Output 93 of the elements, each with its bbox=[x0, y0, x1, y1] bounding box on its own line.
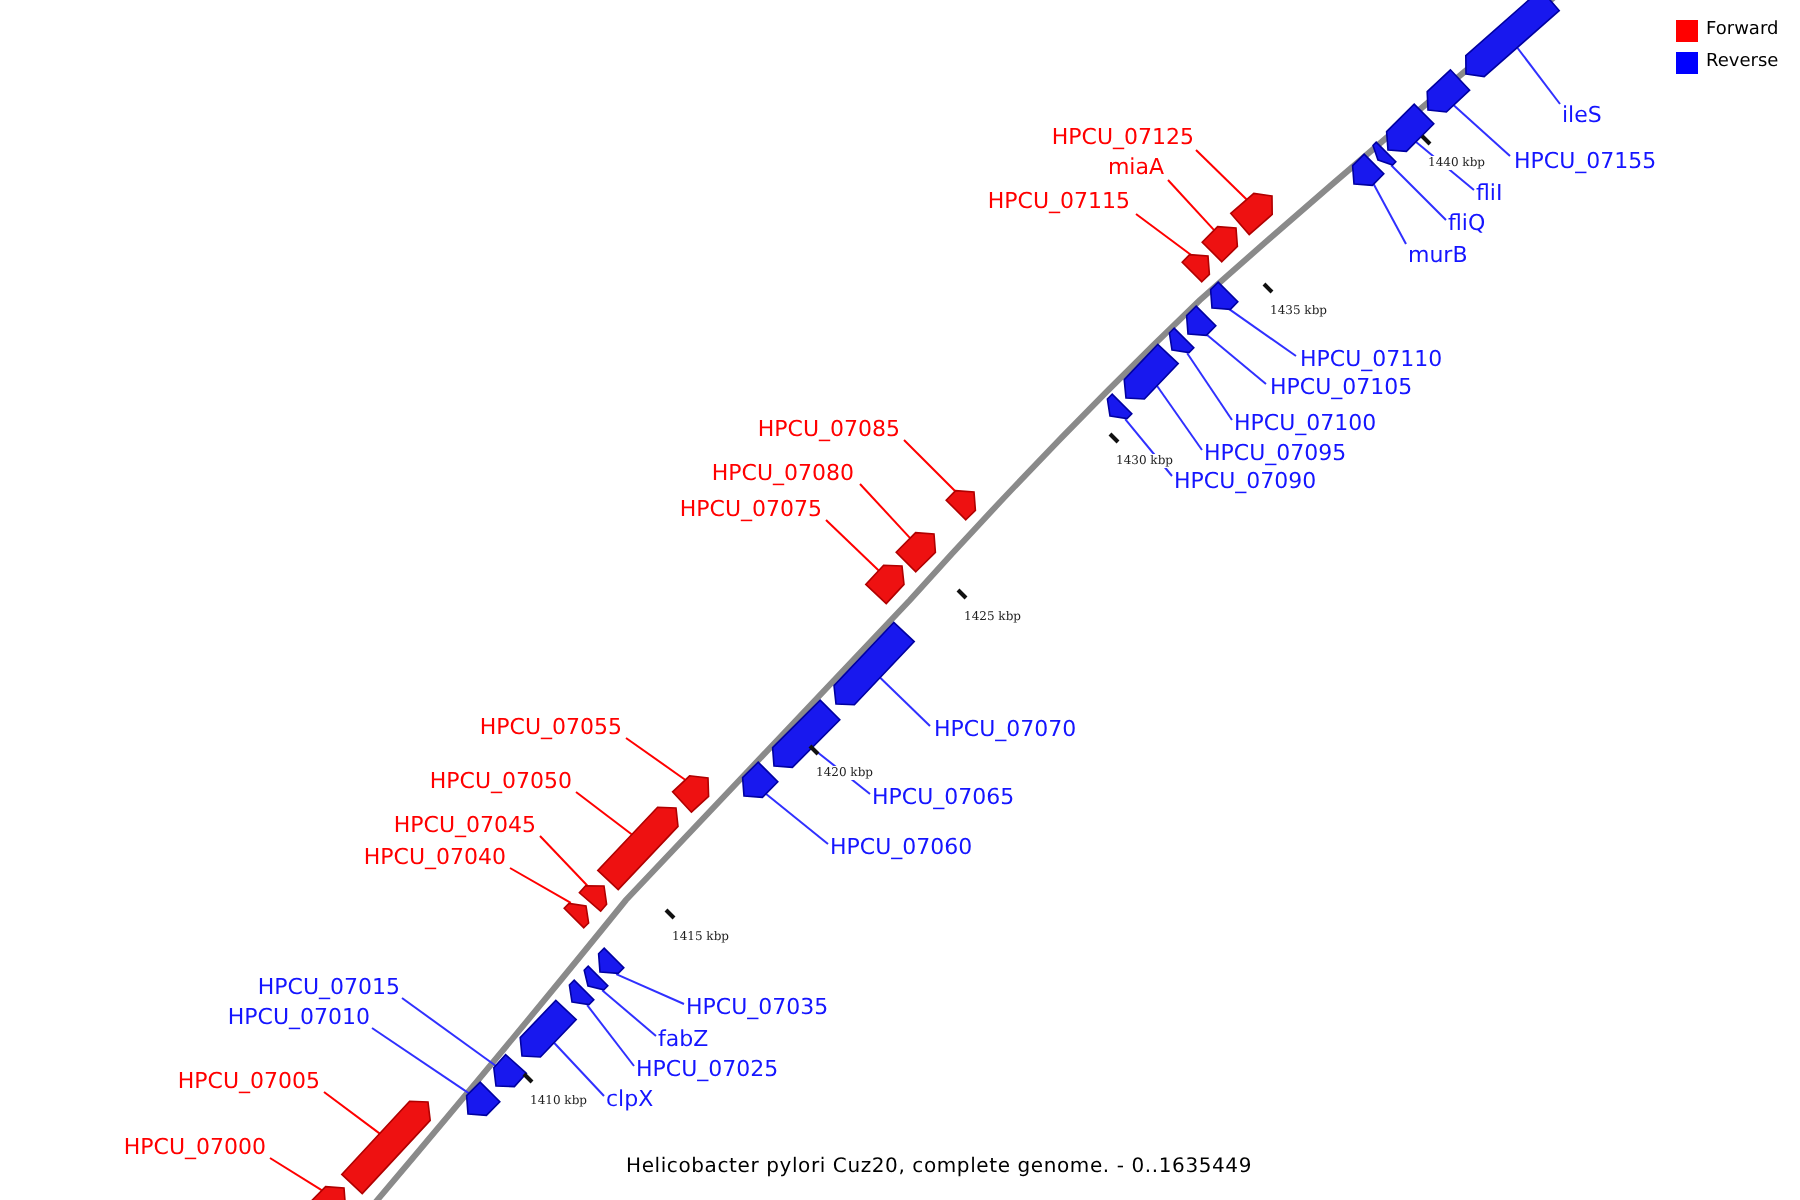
gene-label: miaA bbox=[1107, 154, 1164, 180]
gene-label: HPCU_07075 bbox=[679, 496, 822, 522]
gene-label: ileS bbox=[1562, 102, 1602, 128]
leader-line bbox=[1372, 182, 1407, 245]
legend-label: Reverse bbox=[1706, 50, 1779, 76]
gene-label: HPCU_07005 bbox=[177, 1068, 320, 1094]
leader-line bbox=[1167, 179, 1216, 232]
gene-label: HPCU_07000 bbox=[123, 1134, 266, 1160]
gene-label: fabZ bbox=[658, 1026, 709, 1052]
gene-block bbox=[833, 621, 916, 706]
gene-label: HPCU_07070 bbox=[934, 716, 1077, 742]
leader-line bbox=[269, 1157, 324, 1192]
gene-block bbox=[1181, 253, 1211, 283]
gene-block bbox=[1209, 281, 1239, 311]
leader-line bbox=[859, 483, 912, 540]
gene-label: HPCU_07025 bbox=[636, 1056, 779, 1082]
gene-block bbox=[895, 531, 937, 573]
gene-block bbox=[340, 1100, 432, 1195]
gene-block bbox=[578, 885, 608, 913]
gene-label: HPCU_07090 bbox=[1174, 468, 1317, 494]
gene-block bbox=[563, 902, 590, 929]
gene-block bbox=[1168, 327, 1195, 354]
gene-block bbox=[945, 489, 977, 521]
leader-line bbox=[601, 989, 657, 1037]
gene-label: HPCU_07100 bbox=[1234, 410, 1377, 436]
leader-line bbox=[1390, 164, 1447, 221]
leader-line bbox=[401, 997, 498, 1068]
gene-label: HPCU_07110 bbox=[1300, 346, 1443, 372]
gene-block bbox=[864, 564, 905, 605]
gene-label: HPCU_07010 bbox=[227, 1004, 370, 1030]
gene-label: HPCU_07055 bbox=[479, 714, 622, 740]
leader-line bbox=[1205, 333, 1267, 385]
legend-label: Forward bbox=[1706, 18, 1779, 44]
leader-line bbox=[586, 1004, 635, 1067]
gene-label: HPCU_07085 bbox=[757, 416, 900, 442]
leader-line bbox=[825, 519, 881, 573]
leader-line bbox=[878, 675, 931, 727]
gene-label: clpX bbox=[606, 1086, 654, 1112]
leader-line bbox=[575, 791, 634, 837]
leader-line bbox=[1135, 213, 1192, 256]
leader-line bbox=[1451, 103, 1511, 157]
gene-block bbox=[568, 979, 595, 1006]
gene-block bbox=[597, 947, 625, 975]
leader-line bbox=[903, 439, 957, 493]
gene-block bbox=[1229, 192, 1273, 236]
leader-line bbox=[1515, 45, 1561, 105]
leader-line bbox=[323, 1091, 382, 1136]
leader-line bbox=[764, 792, 829, 845]
gene-label: HPCU_07065 bbox=[872, 784, 1015, 810]
gene-block bbox=[1185, 305, 1217, 337]
gene-block bbox=[465, 1081, 501, 1117]
gene-label: HPCU_07035 bbox=[686, 994, 829, 1020]
gene-label: HPCU_07050 bbox=[429, 768, 572, 794]
gene-block bbox=[1385, 103, 1435, 153]
gene-block bbox=[583, 965, 609, 991]
gene-label: HPCU_07080 bbox=[711, 460, 854, 486]
gene-block bbox=[1351, 153, 1385, 187]
gene-block bbox=[1201, 225, 1239, 263]
leader-line bbox=[1195, 149, 1249, 202]
gene-label: HPCU_07040 bbox=[363, 844, 506, 870]
gene-label: fliI bbox=[1476, 180, 1503, 206]
gene-block bbox=[741, 761, 779, 799]
gene-block bbox=[1465, 0, 1561, 78]
gene-label: HPCU_07155 bbox=[1514, 148, 1657, 174]
gene-label: HPCU_07095 bbox=[1204, 440, 1347, 466]
gene-label: HPCU_07015 bbox=[257, 974, 400, 1000]
gene-block bbox=[1372, 141, 1397, 166]
leader-line bbox=[509, 867, 572, 904]
gene-label: murB bbox=[1408, 242, 1468, 268]
gene-block bbox=[771, 699, 841, 769]
caption: Helicobacter pylori Cuz20, complete genome. - 0..1635449 bbox=[626, 1154, 1253, 1180]
leader-line bbox=[625, 737, 688, 782]
gene-label: fliQ bbox=[1448, 210, 1486, 236]
gene-label: HPCU_07125 bbox=[1051, 124, 1194, 150]
leader-line bbox=[1228, 308, 1297, 357]
gene-label: HPCU_07105 bbox=[1270, 374, 1413, 400]
leader-line bbox=[539, 835, 589, 887]
gene-block bbox=[492, 1053, 528, 1088]
leader-line bbox=[552, 1041, 605, 1097]
leader-line bbox=[371, 1027, 471, 1095]
gene-label: HPCU_07045 bbox=[393, 812, 536, 838]
gene-block bbox=[1106, 393, 1133, 420]
gene-label: HPCU_07060 bbox=[830, 834, 973, 860]
gene-block bbox=[309, 1185, 347, 1200]
gene-block bbox=[519, 999, 578, 1058]
gene-block bbox=[1123, 343, 1180, 400]
gene-block bbox=[671, 774, 710, 814]
leader-line bbox=[1186, 352, 1233, 421]
leader-line bbox=[615, 973, 685, 1005]
gene-block bbox=[1426, 68, 1471, 113]
gene-label: HPCU_07115 bbox=[987, 188, 1130, 214]
gene-block bbox=[596, 806, 679, 891]
leader-line bbox=[1155, 384, 1203, 451]
